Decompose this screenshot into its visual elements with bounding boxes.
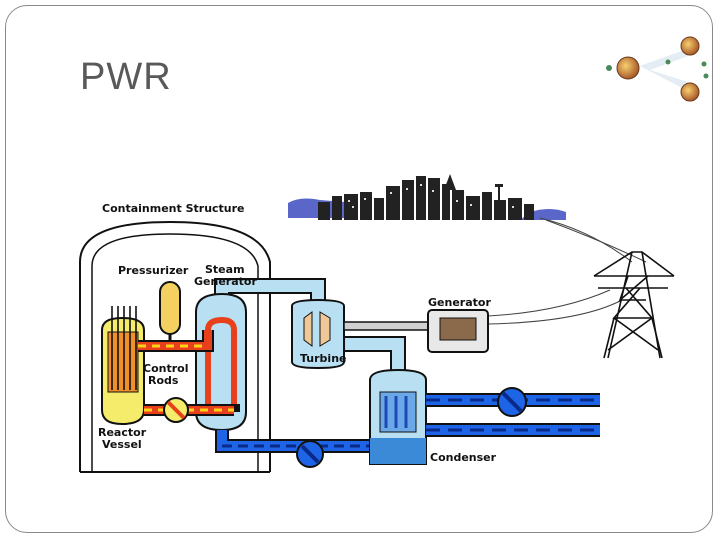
turbine-shaft [343, 321, 429, 331]
label-turbine: Turbine [300, 352, 347, 365]
label-generator-sg: Generator [194, 275, 257, 288]
label-control: Control [143, 362, 188, 375]
primary-coolant-loop [138, 330, 240, 423]
label-pressurizer: Pressurizer [118, 264, 189, 277]
power-lines [487, 217, 647, 325]
steam-generator [195, 292, 247, 432]
label-generator: Generator [428, 296, 491, 309]
feedwater-pipe [215, 430, 380, 468]
city-skyline-icon [288, 174, 566, 220]
pressurizer [159, 281, 181, 346]
label-rods: Rods [148, 374, 179, 387]
label-reactor: Reactor [98, 426, 147, 439]
condenser [369, 368, 427, 465]
label-vessel: Vessel [102, 438, 142, 451]
label-steam: Steam [205, 263, 245, 276]
turbine [291, 298, 345, 370]
label-condenser: Condenser [430, 451, 497, 464]
cooling-water-loop [426, 387, 600, 437]
slide-title: PWR [80, 56, 172, 98]
label-containment: Containment Structure [102, 202, 245, 215]
reactor-vessel [101, 306, 145, 426]
generator [427, 309, 489, 353]
transmission-tower-icon [593, 251, 675, 359]
fission-icon [606, 36, 709, 102]
